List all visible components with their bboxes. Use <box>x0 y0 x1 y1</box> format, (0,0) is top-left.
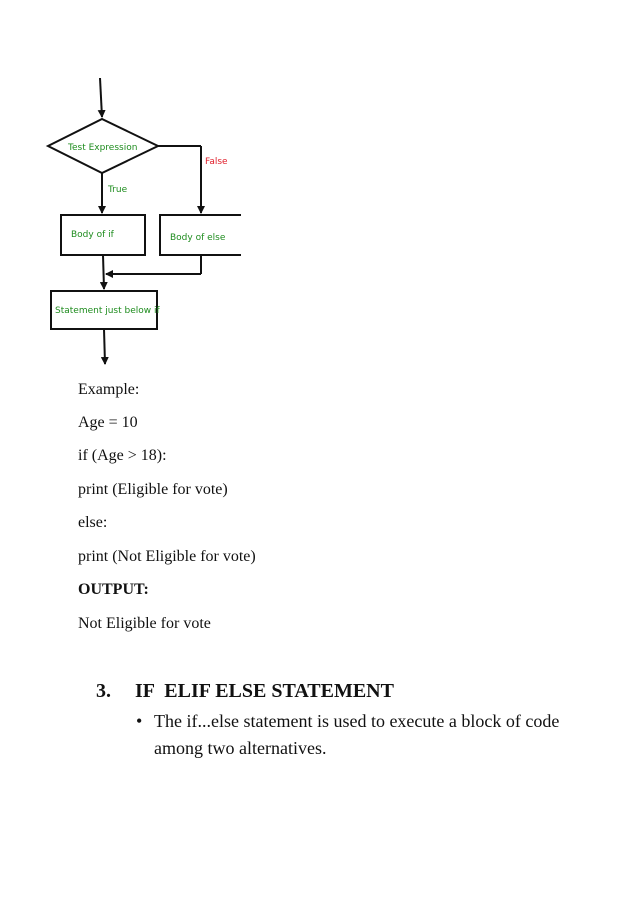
exit-arrow <box>100 328 109 365</box>
section-title: IF ELIF ELSE STATEMENT <box>135 680 394 702</box>
bullet-item: • The if...else statement is used to exe… <box>136 708 576 762</box>
if-exit-arrow <box>99 254 108 290</box>
body-of-else-label: Body of else <box>170 233 226 243</box>
bullet-text: The if...else statement is used to execu… <box>154 711 560 758</box>
true-label: True <box>107 185 128 195</box>
body-of-if-box <box>60 214 146 256</box>
section-number: 3. <box>96 680 111 702</box>
code-line: else: <box>78 514 108 531</box>
if-else-flowchart: Test Expression False True Body of if Bo… <box>45 77 241 365</box>
output-label: OUTPUT: <box>78 581 149 598</box>
statement-below-label: Statement just below if <box>55 306 160 316</box>
body-of-if-label: Body of if <box>71 230 115 240</box>
code-line: if (Age > 18): <box>78 447 167 464</box>
output-value: Not Eligible for vote <box>78 615 211 632</box>
section-heading: 3. IF ELIF ELSE STATEMENT <box>96 680 394 703</box>
false-label: False <box>205 157 228 167</box>
example-title: Example: <box>78 381 140 398</box>
code-line: print (Eligible for vote) <box>78 481 228 498</box>
code-line: print (Not Eligible for vote) <box>78 548 256 565</box>
code-line: Age = 10 <box>78 414 138 431</box>
test-expression-label: Test Expression <box>67 143 137 153</box>
entry-arrow <box>97 77 106 118</box>
bullet-icon: • <box>136 711 143 731</box>
